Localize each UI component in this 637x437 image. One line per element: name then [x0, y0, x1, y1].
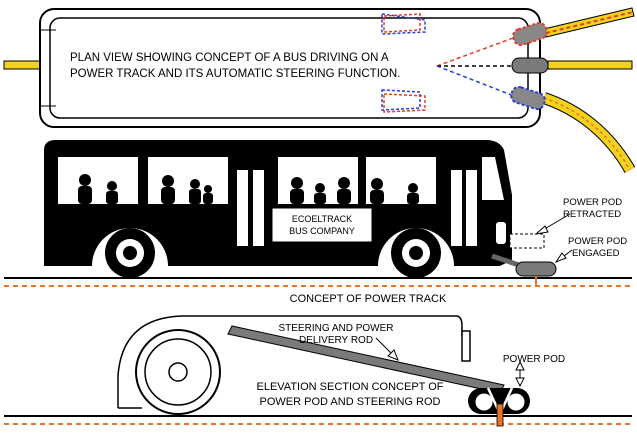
- pod-retracted-label-line2: RETRACTED: [563, 209, 621, 220]
- bus-wheel-rear: [105, 228, 155, 278]
- pod-engaged-arrow: [554, 249, 573, 264]
- section-steering-rod: [227, 325, 505, 394]
- plan-wheel-front-bottom: [381, 89, 426, 113]
- pod-vertical-arrow: [515, 360, 525, 388]
- bus-window: [58, 157, 138, 204]
- rod-label-line2: DELIVERY ROD: [299, 335, 373, 346]
- track-caption: CONCEPT OF POWER TRACK: [290, 293, 447, 305]
- plan-caption-line2: POWER TRACK AND ITS AUTOMATIC STEERING F…: [70, 68, 400, 80]
- passenger: [337, 177, 351, 204]
- bus-sign-line2: BUS COMPANY: [289, 226, 355, 236]
- passenger: [78, 174, 92, 204]
- pod-retracted-label-line1: POWER POD: [563, 197, 622, 208]
- section-caption-line2: POWER POD AND STEERING ROD: [260, 396, 441, 408]
- plan-wheel-front-top: [381, 13, 426, 35]
- bus-sign: [271, 207, 373, 243]
- passenger: [189, 179, 201, 204]
- plan-track-lower: [542, 92, 636, 174]
- power-track-elevation: [4, 276, 632, 287]
- rod-label-arrow: [375, 337, 399, 361]
- power-pod-label: POWER POD: [503, 354, 565, 365]
- section-wheel: [135, 329, 221, 415]
- rod-label-line1: STEERING AND POWER: [278, 323, 393, 334]
- bus-wheel-front: [391, 228, 441, 278]
- bus-door-front: [451, 170, 477, 246]
- passenger: [370, 178, 384, 204]
- plan-pod-blue: [510, 85, 546, 111]
- section-caption-line1: ELEVATION SECTION CONCEPT OF: [256, 381, 443, 393]
- pod-engaged-label-line1: POWER POD: [568, 236, 627, 247]
- passenger: [290, 177, 304, 204]
- passenger: [161, 175, 175, 204]
- pod-retracted: [509, 233, 545, 249]
- passenger: [106, 181, 118, 204]
- bus-window: [148, 157, 228, 204]
- passenger: [314, 183, 326, 204]
- section-power-pod: [468, 387, 530, 427]
- passenger: [203, 185, 213, 204]
- section-bus-marker: [461, 330, 471, 362]
- elevation-section: STEERING AND POWER DELIVERY ROD POWER PO…: [4, 315, 632, 427]
- bus-headlight: [496, 222, 506, 244]
- bus-sign-line1: ECOELTRACK: [292, 214, 352, 224]
- plan-track-upper: [543, 7, 635, 38]
- passenger: [407, 183, 419, 204]
- section-bus-outline: [117, 315, 463, 408]
- plan-steering-lines: [436, 36, 517, 97]
- plan-pod-center: [511, 57, 549, 74]
- pod-retracted-arrow: [534, 213, 571, 235]
- plan-pod-red: [512, 21, 548, 47]
- bus-elevation: ECOELTRACK BUS COMPANY: [44, 140, 627, 278]
- bus-door-middle: [237, 170, 264, 246]
- plan-view: PLAN VIEW SHOWING CONCEPT OF A BUS DRIVI…: [3, 7, 636, 174]
- passenger-silhouettes: [78, 174, 419, 204]
- plan-caption-line1: PLAN VIEW SHOWING CONCEPT OF A BUS DRIVI…: [70, 52, 389, 64]
- bus-windshield: [482, 157, 504, 200]
- plan-track-right: [547, 60, 633, 70]
- pod-engaged-label-line2: ENGAGED: [572, 248, 620, 259]
- pod-engaged: [515, 261, 557, 277]
